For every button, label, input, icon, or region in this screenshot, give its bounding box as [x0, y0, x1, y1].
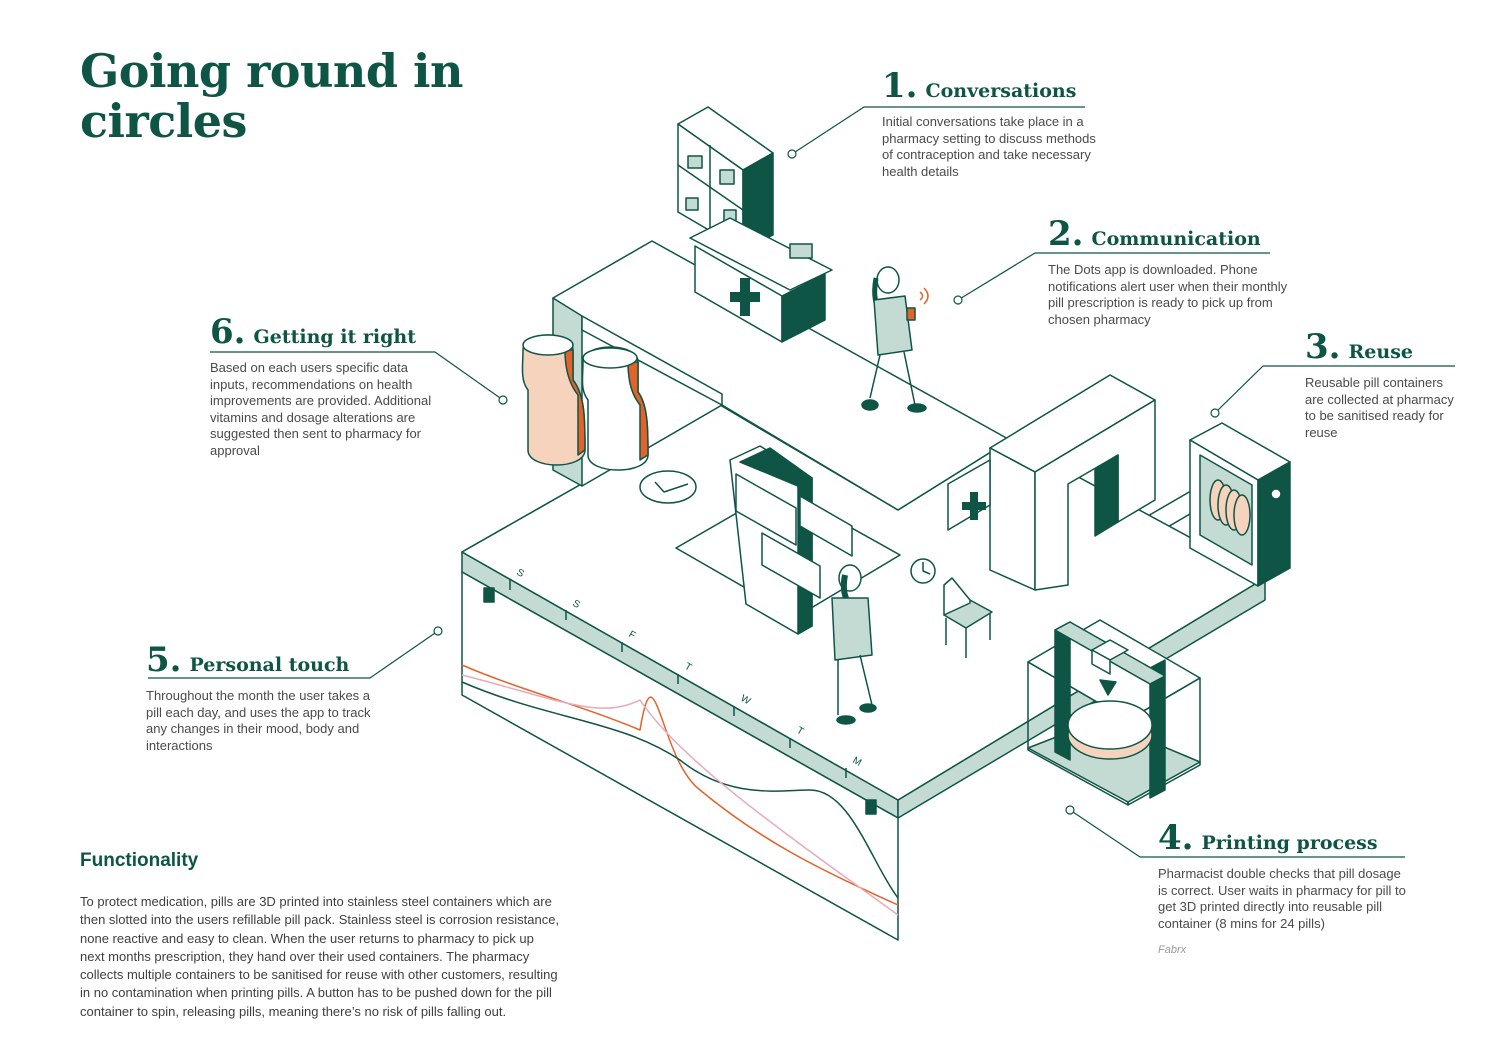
step-body: Based on each users specific data inputs…	[210, 360, 432, 458]
step-body: Initial conversations take place in a ph…	[882, 114, 1096, 179]
arch-gateway	[947, 374, 1156, 591]
pharmacy-cross-icon	[962, 492, 986, 520]
step-communication: 2. Communication The Dots app is download…	[1048, 214, 1288, 328]
week-day-label: T	[683, 661, 694, 674]
step-number: 2.	[1048, 214, 1084, 254]
pharmacy-counter	[689, 217, 833, 343]
week-day-label: S	[571, 598, 583, 611]
phone	[906, 307, 916, 321]
functionality-heading: Functionality	[80, 850, 199, 871]
step-heading: Getting it right	[253, 326, 417, 348]
step-number: 3.	[1305, 327, 1341, 367]
step-printing-process: 4. Printing process Pharmacist double che…	[1158, 818, 1408, 956]
step-heading: Printing process	[1201, 832, 1378, 854]
page-title: Going round in circles	[80, 44, 463, 148]
step-number: 6.	[210, 312, 246, 352]
mood-graph-panel	[461, 571, 899, 941]
3d-printer	[1027, 619, 1201, 806]
step-personal-touch: 5. Personal touch Throughout the month th…	[146, 640, 381, 754]
step-heading: Reuse	[1348, 341, 1413, 363]
checkmark-icon	[639, 470, 697, 504]
clock-icon	[910, 558, 936, 584]
step-heading: Conversations	[925, 80, 1077, 102]
panel-bracket	[483, 587, 495, 603]
step-body: Pharmacist double checks that pill dosag…	[1158, 866, 1406, 931]
step-number: 4.	[1158, 818, 1194, 858]
step-body: The Dots app is downloaded. Phone notifi…	[1048, 262, 1288, 327]
leader-lines	[148, 106, 1455, 858]
step-heading: Communication	[1091, 228, 1261, 250]
pharmacy-cross-icon	[730, 278, 760, 316]
week-day-label: F	[627, 629, 638, 642]
step-number: 1.	[882, 66, 918, 106]
week-ticks	[509, 580, 847, 778]
person-with-phone	[861, 266, 929, 413]
week-day-label: S	[515, 567, 527, 580]
week-day-label: T	[795, 725, 806, 738]
pill-bottles	[521, 334, 649, 471]
step-reuse: 3. Reuse Reusable pill containers are col…	[1305, 327, 1460, 441]
step-getting-it-right: 6. Getting it right Based on each users s…	[210, 312, 445, 459]
shelving-unit	[677, 106, 774, 251]
step-body: Throughout the month the user takes a pi…	[146, 688, 371, 753]
panel-bracket	[865, 799, 877, 815]
chair	[943, 577, 993, 658]
image-credit: Fabrx	[1158, 944, 1187, 956]
step-conversations: 1. Conversations Initial conversations ta…	[882, 66, 1097, 180]
sanitiser-machine	[1189, 422, 1291, 587]
step-body: Reusable pill containers are collected a…	[1305, 375, 1454, 440]
phone-signal-icon	[919, 287, 929, 305]
step-number: 5.	[146, 640, 182, 680]
person-walking	[831, 564, 877, 725]
functionality-body: To protect medication, pills are 3D prin…	[80, 894, 560, 1019]
step-heading: Personal touch	[189, 654, 350, 676]
